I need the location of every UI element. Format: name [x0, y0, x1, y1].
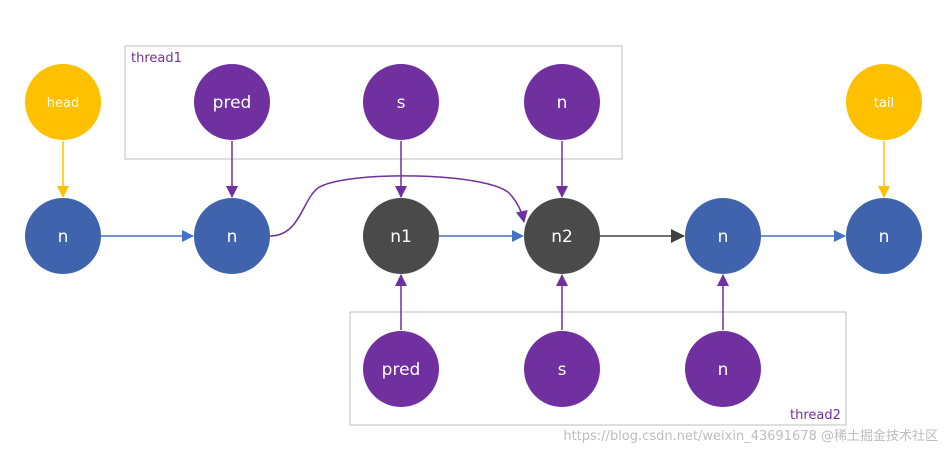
list-node-pred-label: n — [227, 227, 238, 247]
list-node-pred: n — [194, 198, 270, 274]
thread1-frame — [124, 45, 623, 160]
head-node-label: head — [47, 96, 79, 111]
t2-n-node: n — [685, 331, 761, 407]
list-node-tail: n — [846, 198, 922, 274]
t2-s-node-label: s — [558, 360, 567, 380]
t2-pred-node: pred — [363, 331, 439, 407]
thread1-label: thread1 — [131, 51, 182, 66]
thread2-label: thread2 — [790, 408, 841, 423]
t1-n-node: n — [524, 64, 600, 140]
t1-s-node: s — [363, 64, 439, 140]
t1-pred-node-label: pred — [213, 93, 252, 113]
tail-node: tail — [846, 64, 922, 140]
t1-pred-node: pred — [194, 64, 270, 140]
t2-s-node: s — [524, 331, 600, 407]
list-node-n1-label: n1 — [390, 227, 412, 247]
thread2-frame — [349, 311, 847, 426]
list-node-after: n — [685, 198, 761, 274]
watermark-text: https://blog.csdn.net/weixin_43691678 @稀… — [563, 428, 938, 444]
list-node-tail-label: n — [879, 227, 890, 247]
arrow-pred-to-n2 — [269, 175, 528, 237]
list-node-n1: n1 — [363, 198, 439, 274]
t1-s-node-label: s — [397, 93, 406, 113]
t1-n-node-label: n — [557, 93, 568, 113]
list-node-n2-label: n2 — [551, 227, 573, 247]
tail-node-label: tail — [874, 96, 894, 111]
list-node-n2: n2 — [524, 198, 600, 274]
list-node-first-label: n — [58, 227, 69, 247]
list-node-after-label: n — [718, 227, 729, 247]
t2-n-node-label: n — [718, 360, 729, 380]
head-node: head — [25, 64, 101, 140]
t2-pred-node-label: pred — [382, 360, 421, 380]
list-node-first: n — [25, 198, 101, 274]
